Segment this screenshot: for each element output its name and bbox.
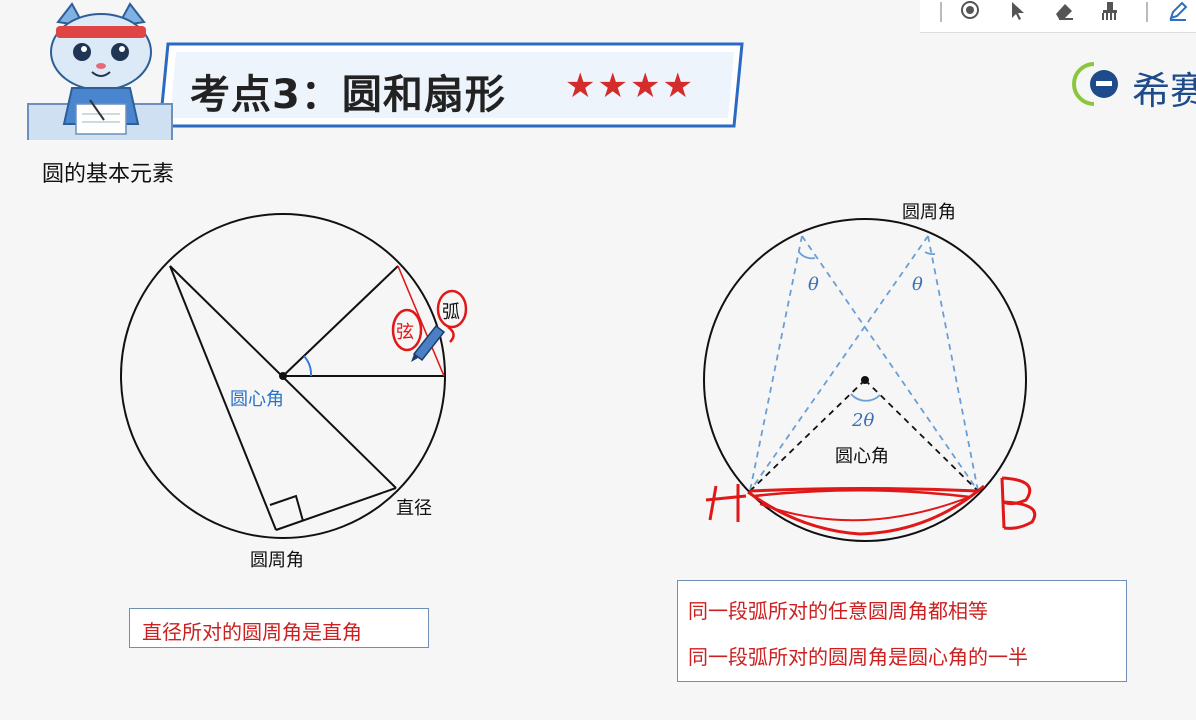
arc-annotation: 弧	[442, 302, 460, 323]
red-arc-annotation	[747, 484, 985, 536]
brush-icon[interactable]	[1096, 0, 1124, 24]
left-note-box: 直径所对的圆周角是直角	[129, 608, 429, 648]
central-angle-label: 圆心角	[230, 389, 284, 410]
pointer-icon[interactable]	[1004, 0, 1032, 24]
central-angle-arc	[303, 355, 313, 377]
right-note-text-2: 同一段弧所对的圆周角是圆心角的一半	[688, 645, 1028, 669]
right-central-angle-label: 圆心角	[835, 446, 889, 467]
left-circle-diagram	[120, 213, 468, 539]
inscribed-angle-label: 圆周角	[250, 550, 304, 571]
cat-mascot	[27, 2, 173, 140]
red-chord-line-2	[753, 488, 971, 499]
left-center-point	[279, 372, 287, 380]
theta-label-1: θ	[808, 274, 819, 295]
title-banner: 考点3：圆和扇形 ★★★★	[0, 0, 760, 140]
chord-circle-annotation	[391, 308, 423, 352]
theta-arc-1	[798, 251, 816, 260]
radius-upper	[282, 265, 399, 377]
right-circle-diagram	[703, 218, 1037, 542]
eraser-icon[interactable]	[1050, 0, 1078, 24]
handwritten-b-mark	[1000, 476, 1037, 530]
right-angle-marker	[269, 494, 304, 522]
theta-arc-2	[924, 251, 936, 256]
page-title: 考点3：圆和扇形	[190, 72, 506, 118]
dashed-line-3	[749, 235, 929, 492]
pen-icon[interactable]	[1164, 0, 1192, 24]
red-hook-stroke	[447, 325, 455, 343]
difficulty-stars: ★★★★	[565, 66, 695, 106]
dashed-line-2	[801, 235, 979, 492]
two-theta-label: 2θ	[852, 410, 875, 431]
two-theta-arc	[850, 393, 881, 402]
red-chord	[397, 265, 445, 377]
left-circle	[120, 213, 446, 539]
section-title: 圆的基本元素	[42, 162, 175, 187]
right-inscribed-angle-label: 圆周角	[902, 202, 956, 223]
dashed-radius-left	[749, 379, 866, 492]
toolbar-divider	[1146, 2, 1148, 22]
record-icon[interactable]	[956, 0, 984, 24]
theta-label-2: θ	[912, 274, 923, 295]
toolbar-divider	[940, 2, 942, 22]
left-note-text: 直径所对的圆周角是直角	[142, 620, 362, 644]
dashed-radius-right	[864, 379, 979, 492]
right-note-text-1: 同一段弧所对的任意圆周角都相等	[688, 599, 988, 623]
dashed-line-4	[927, 235, 979, 492]
brand-logo: 希赛	[1070, 56, 1196, 108]
chord-annotation: 弦	[396, 322, 414, 343]
red-arc-annotation-2	[759, 495, 973, 522]
right-note-box: 同一段弧所对的任意圆周角都相等 同一段弧所对的圆周角是圆心角的一半	[677, 580, 1127, 682]
red-chord-line	[749, 487, 979, 493]
brand-name: 希赛	[1132, 69, 1196, 108]
chord-left	[169, 265, 277, 531]
right-circle	[703, 218, 1027, 542]
arc-circle-annotation	[436, 289, 468, 329]
diameter-label: 直径	[396, 498, 432, 519]
annotation-toolbar	[920, 0, 1196, 33]
handwritten-a-mark	[705, 484, 747, 522]
chord-bottom	[275, 487, 397, 531]
right-center-point	[861, 376, 869, 384]
pen-cursor-icon	[411, 324, 446, 362]
